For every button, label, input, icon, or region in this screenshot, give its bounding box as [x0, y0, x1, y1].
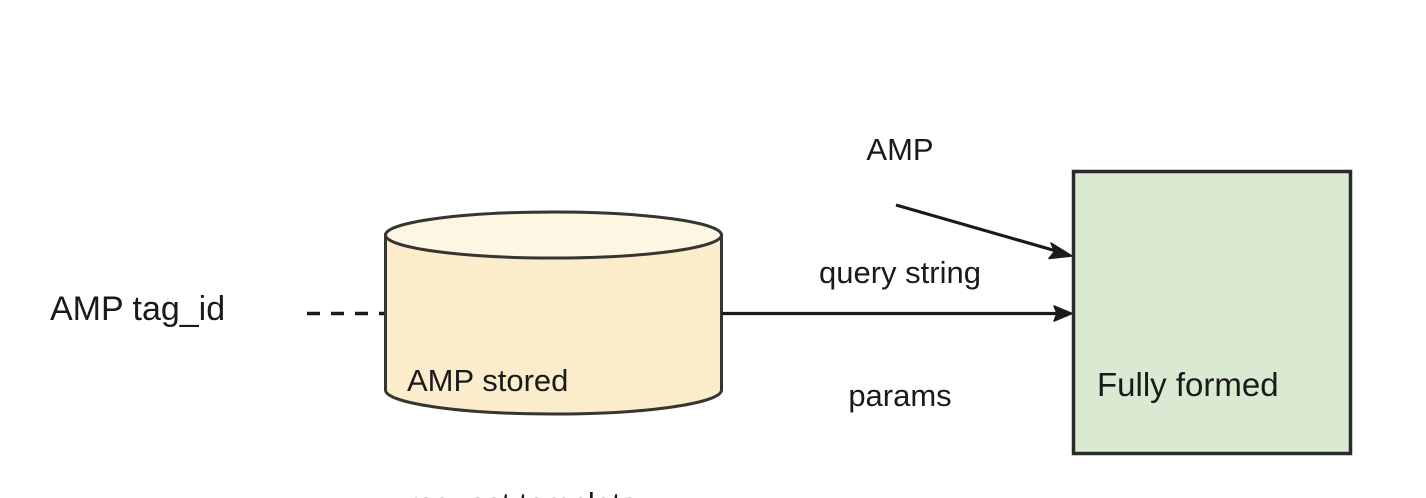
label-amp-query-string-params: AMP query string params	[760, 47, 1040, 498]
params-label-line-2: query string	[819, 255, 981, 290]
label-amp-tag-id: AMP tag_id	[50, 290, 226, 328]
label-amp-stored-request-template: AMP stored request template	[407, 278, 638, 498]
label-fully-formed-ortb: Fully formed ORTB	[1097, 272, 1279, 498]
arrowhead-icon	[1053, 305, 1073, 322]
params-label-line-1: AMP	[866, 132, 934, 167]
ortb-label-line-1: Fully formed	[1097, 366, 1279, 403]
cylinder-label-line-2: request template	[407, 483, 638, 498]
node-amp-stored-request-template	[384, 210, 723, 416]
params-label-line-3: params	[848, 378, 952, 413]
edge-params-to-ortb	[895, 203, 1073, 260]
arrowhead-icon	[1048, 242, 1073, 260]
cylinder-label-line-1: AMP stored	[407, 363, 569, 398]
edge-template-to-ortb	[722, 305, 1073, 322]
node-fully-formed-ortb	[1071, 169, 1353, 456]
